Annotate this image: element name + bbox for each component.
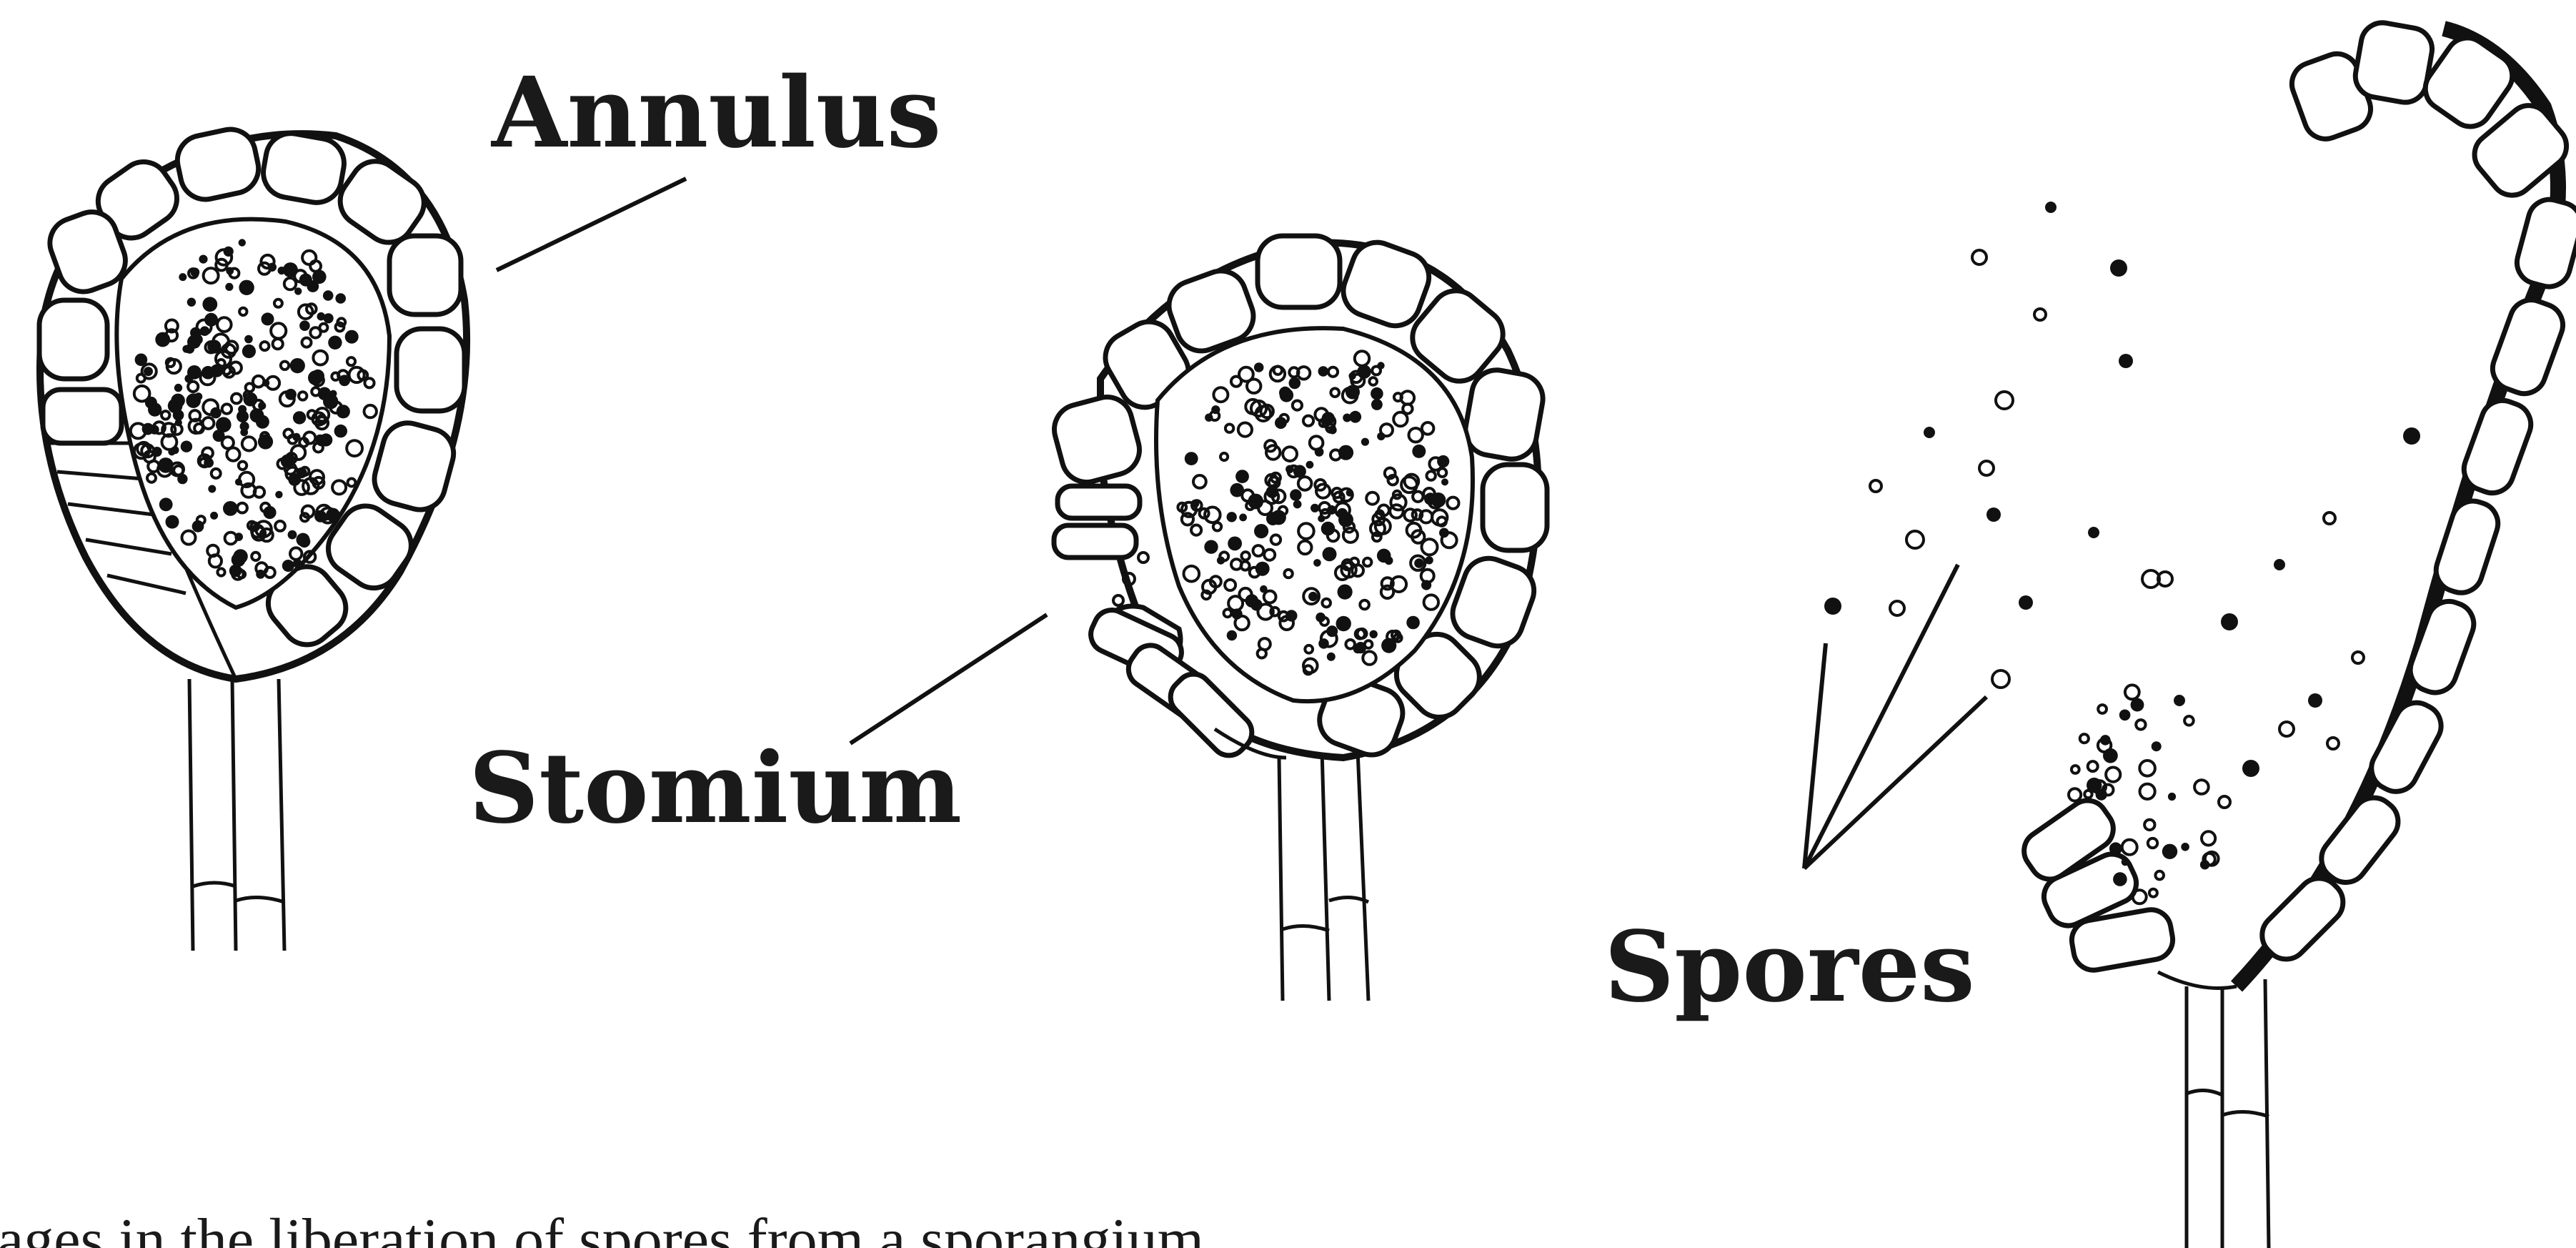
- annulus-leader-line: [497, 179, 686, 270]
- stomium-label: Stomium: [469, 731, 962, 846]
- sporangium-open: [1824, 19, 2576, 1248]
- annulus-label: Annulus: [490, 56, 941, 170]
- stalk-2: [1279, 751, 1368, 1001]
- annulus-cells-3: [2253, 19, 2576, 968]
- stomium-cells-3: [2016, 793, 2237, 988]
- spores-label: Spores: [1604, 910, 1975, 1024]
- figure-caption: ages in the liberation of spores from a …: [0, 1207, 1204, 1248]
- stalk-1: [189, 679, 284, 951]
- sporangium-closed: [39, 125, 467, 951]
- dispersed-spores-3: [1824, 202, 2420, 777]
- sporangium-opening: [1049, 235, 1547, 1001]
- stomium-leader-line: [850, 615, 1047, 743]
